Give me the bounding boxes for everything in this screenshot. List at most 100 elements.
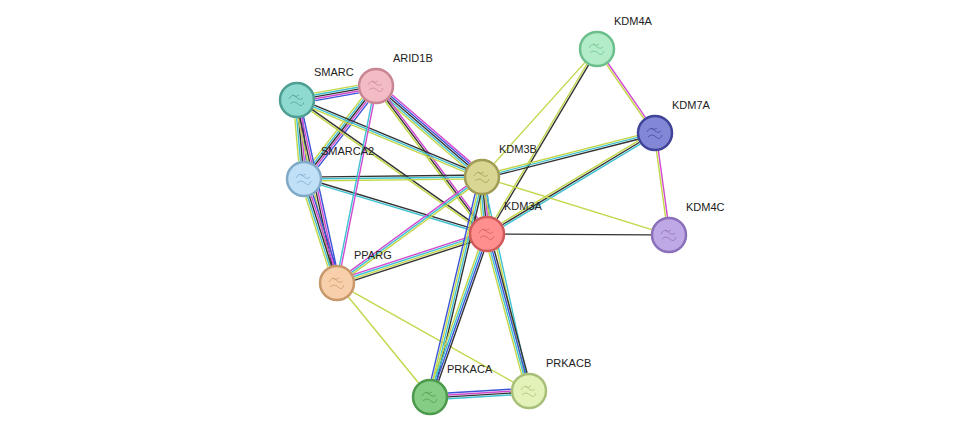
protein-node: SMARCA2	[285, 160, 323, 198]
evidence-line	[387, 101, 466, 169]
interaction-edge	[505, 234, 651, 236]
protein-label: SMARC	[314, 66, 354, 79]
protein-disc	[359, 69, 393, 103]
protein-disc	[470, 217, 504, 251]
evidence-line	[505, 233, 651, 235]
structure-glyph	[479, 229, 494, 240]
structure-glyph	[647, 128, 662, 139]
protein-circle	[463, 158, 501, 196]
evidence-line	[608, 63, 646, 117]
evidence-line	[340, 103, 372, 265]
structure-glyph	[422, 392, 437, 403]
protein-node: PRKACA	[411, 378, 449, 416]
evidence-line	[500, 139, 638, 174]
evidence-line	[353, 292, 514, 382]
evidence-line	[433, 250, 478, 379]
protein-label: ARID1B	[393, 52, 433, 65]
protein-disc	[320, 266, 354, 300]
protein-node: KDM4C	[650, 216, 688, 254]
evidence-line	[435, 195, 479, 380]
protein-label: PRKACB	[546, 357, 591, 370]
structure-glyph	[289, 95, 304, 106]
protein-node: PRKACB	[510, 372, 548, 410]
protein-disc	[580, 32, 614, 66]
evidence-line	[493, 251, 526, 373]
evidence-line	[355, 242, 471, 280]
interaction-edge	[431, 194, 480, 380]
protein-label: KDM3B	[499, 143, 537, 156]
evidence-line	[309, 196, 331, 266]
interaction-edge	[322, 175, 464, 180]
protein-circle	[318, 264, 356, 302]
interaction-edge	[499, 182, 652, 229]
interaction-edge	[311, 110, 473, 225]
evidence-line	[322, 179, 464, 181]
evidence-line	[499, 137, 637, 172]
evidence-line	[353, 237, 469, 275]
interaction-edge	[448, 389, 511, 399]
interaction-edge	[353, 292, 514, 382]
evidence-line	[353, 189, 469, 274]
evidence-line	[354, 240, 470, 278]
evidence-line	[387, 100, 476, 219]
protein-disc	[652, 218, 686, 252]
evidence-line	[658, 151, 667, 217]
protein-label: KDM3A	[504, 200, 542, 213]
protein-circle	[411, 378, 449, 416]
interaction-edge	[489, 251, 527, 375]
protein-disc	[287, 162, 321, 196]
structure-glyph	[474, 172, 489, 183]
structure-glyph	[296, 174, 311, 185]
evidence-line	[499, 136, 637, 171]
protein-node: KDM3A	[468, 215, 506, 253]
protein-disc	[512, 374, 546, 408]
evidence-line	[315, 89, 359, 97]
interaction-edge	[314, 85, 359, 100]
evidence-line	[312, 110, 473, 223]
interaction-edge	[433, 250, 483, 381]
interaction-edge	[321, 183, 470, 229]
evidence-line	[314, 105, 466, 168]
protein-label: SMARCA2	[321, 145, 374, 158]
interaction-edge	[306, 195, 335, 267]
protein-circle	[468, 215, 506, 253]
evidence-line	[322, 177, 464, 179]
protein-circle	[285, 160, 323, 198]
protein-node: KDM3B	[463, 158, 501, 196]
evidence-line	[311, 111, 472, 224]
structure-glyph	[661, 230, 676, 241]
interaction-edge	[657, 151, 668, 218]
evidence-line	[435, 251, 480, 380]
evidence-line	[308, 197, 330, 267]
evidence-line	[313, 109, 465, 172]
interaction-edge	[340, 103, 374, 265]
protein-disc	[638, 116, 672, 150]
protein-circle	[278, 81, 316, 119]
protein-label: KDM7A	[672, 99, 710, 112]
evidence-line	[433, 194, 477, 379]
evidence-line	[494, 251, 527, 373]
evidence-line	[314, 87, 358, 95]
evidence-line	[354, 239, 470, 277]
protein-circle	[578, 30, 616, 68]
evidence-line	[306, 197, 328, 267]
structure-glyph	[521, 386, 536, 397]
protein-disc	[280, 83, 314, 117]
protein-disc	[465, 160, 499, 194]
interaction-edge	[606, 63, 645, 118]
evidence-line	[314, 107, 466, 170]
evidence-line	[499, 182, 652, 229]
evidence-line	[385, 102, 474, 221]
evidence-line	[322, 175, 464, 177]
evidence-line	[606, 64, 644, 118]
structure-glyph	[368, 81, 383, 92]
protein-node: PPARG	[318, 264, 356, 302]
protein-label: KDM4A	[614, 15, 652, 28]
interaction-edge	[385, 99, 477, 220]
structure-glyph	[589, 44, 604, 55]
protein-node: KDM4A	[578, 30, 616, 68]
evidence-line	[314, 85, 358, 93]
evidence-line	[439, 252, 484, 381]
evidence-line	[431, 194, 475, 379]
